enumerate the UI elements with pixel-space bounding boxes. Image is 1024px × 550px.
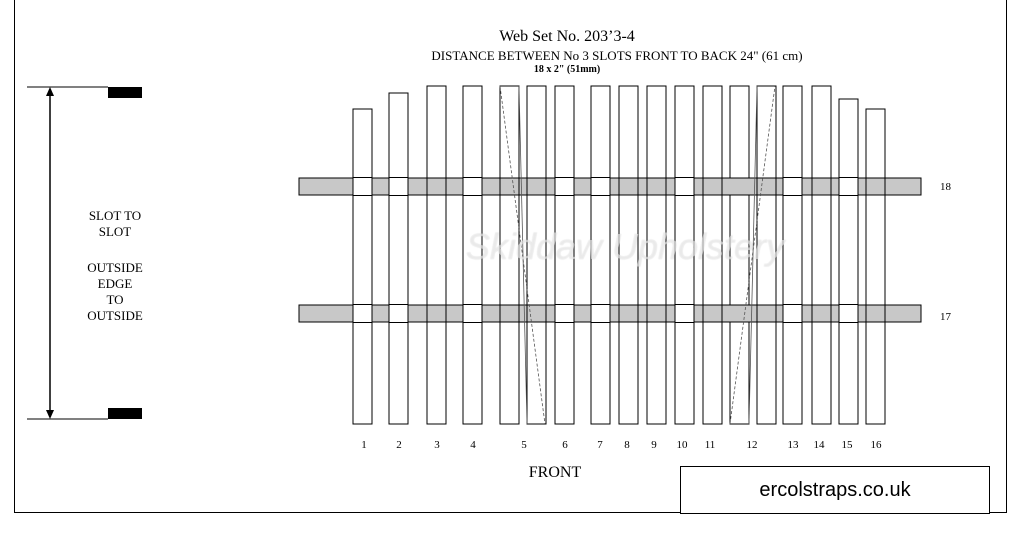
strap-over-segment bbox=[782, 177, 803, 196]
vertical-strap bbox=[838, 98, 859, 425]
diagonal-strap-line bbox=[518, 85, 528, 425]
strap-number: 9 bbox=[651, 439, 657, 451]
strap-over-segment bbox=[590, 177, 611, 196]
diagonal-strap-line bbox=[499, 85, 546, 425]
website-text: ercolstraps.co.uk bbox=[759, 478, 911, 501]
cross-strap-top-label: 18 bbox=[940, 181, 952, 193]
top-slot-marker bbox=[108, 87, 142, 98]
slot-to-slot-label: SLOT TO SLOT OUTSIDE EDGE TO OUTSIDE bbox=[70, 208, 160, 328]
vertical-strap bbox=[352, 108, 373, 425]
website-box: ercolstraps.co.uk bbox=[680, 466, 990, 514]
vertical-strap bbox=[388, 92, 409, 425]
arrow-head-down-icon bbox=[46, 410, 54, 419]
front-label: FRONT bbox=[528, 464, 582, 481]
strap-size-note: 18 x 2" (51mm) bbox=[533, 64, 601, 75]
strap-over-segment bbox=[674, 304, 695, 323]
bottom-slot-marker bbox=[108, 408, 142, 419]
vertical-strap bbox=[729, 85, 750, 425]
strap-over-segment bbox=[838, 304, 859, 323]
strap-over-segment bbox=[554, 177, 575, 196]
vertical-strap bbox=[462, 85, 483, 425]
strap-over-segment bbox=[782, 304, 803, 323]
strap-number: 7 bbox=[597, 439, 603, 451]
web-set-title: Web Set No. 203’3-4 bbox=[499, 28, 635, 45]
strap-over-segment bbox=[388, 177, 409, 196]
strap-number: 4 bbox=[470, 439, 476, 451]
vertical-strap bbox=[702, 85, 723, 425]
diagonal-strap-line bbox=[729, 85, 776, 425]
vertical-strap bbox=[499, 85, 520, 425]
strap-number: 6 bbox=[562, 439, 568, 451]
strap-over-segment bbox=[352, 304, 373, 323]
diagram-frame bbox=[14, 0, 1007, 513]
cross-strap-bottom-label: 17 bbox=[940, 311, 952, 323]
strap-over-segment bbox=[388, 304, 409, 323]
vertical-strap bbox=[865, 108, 886, 425]
side-label-line: OUTSIDE bbox=[87, 308, 143, 323]
side-label-line: EDGE bbox=[97, 276, 133, 291]
vertical-strap bbox=[811, 85, 832, 425]
strap-number: 14 bbox=[814, 439, 826, 451]
strap-number: 15 bbox=[842, 439, 854, 451]
strap-number: 2 bbox=[396, 439, 402, 451]
strap-number: 11 bbox=[705, 439, 716, 451]
vertical-strap bbox=[590, 85, 611, 425]
vertical-strap bbox=[618, 85, 639, 425]
side-label-line: TO bbox=[106, 292, 124, 307]
strap-number: 5 bbox=[521, 439, 527, 451]
strap-over-segment bbox=[462, 304, 483, 323]
slot-distance-subtitle: DISTANCE BETWEEN No 3 SLOTS FRONT TO BAC… bbox=[431, 48, 803, 63]
strap-number: 12 bbox=[747, 439, 758, 451]
vertical-strap bbox=[526, 85, 547, 425]
strap-number: 3 bbox=[434, 439, 440, 451]
strap-over-segment bbox=[352, 177, 373, 196]
vertical-strap bbox=[674, 85, 695, 425]
strap-number: 1 bbox=[361, 439, 367, 451]
strap-over-segment bbox=[554, 304, 575, 323]
strap-number: 16 bbox=[871, 439, 883, 451]
vertical-strap bbox=[756, 85, 777, 425]
strap-number: 8 bbox=[624, 439, 630, 451]
arrow-head-up-icon bbox=[46, 87, 54, 96]
strap-number: 13 bbox=[788, 439, 800, 451]
vertical-strap bbox=[782, 85, 803, 425]
side-label-line: SLOT bbox=[98, 224, 132, 239]
side-label-line: SLOT TO bbox=[88, 208, 142, 223]
strap-over-segment bbox=[838, 177, 859, 196]
strap-over-segment bbox=[590, 304, 611, 323]
vertical-strap bbox=[426, 85, 447, 425]
side-label-line: OUTSIDE bbox=[87, 260, 143, 275]
strap-over-segment bbox=[462, 177, 483, 196]
diagonal-strap-line bbox=[748, 85, 758, 425]
vertical-strap bbox=[646, 85, 667, 425]
strap-over-segment bbox=[674, 177, 695, 196]
strap-number: 10 bbox=[677, 439, 689, 451]
vertical-strap bbox=[554, 85, 575, 425]
